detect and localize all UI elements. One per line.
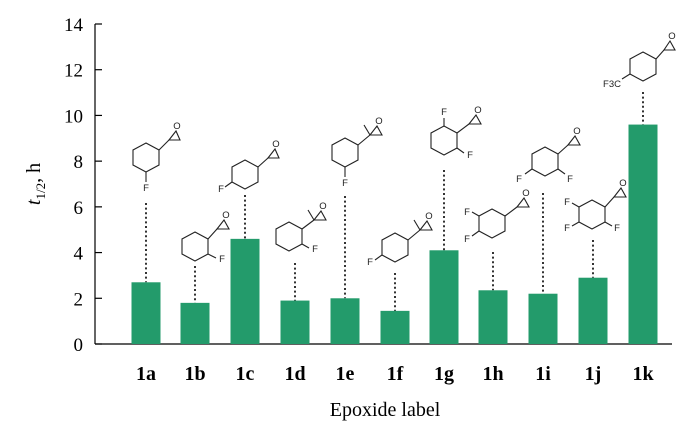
bar-1c — [230, 238, 260, 344]
x-tick-label: 1d — [284, 363, 305, 385]
x-tick-label: 1i — [535, 363, 551, 385]
atom-label: F — [564, 223, 570, 234]
structure-1j: F F F O — [564, 178, 627, 234]
atom-label: O — [522, 188, 529, 199]
atom-label: O — [319, 201, 326, 212]
x-tick-label: 1f — [387, 363, 404, 385]
atom-label: O — [425, 211, 432, 222]
y-axis-title: t1/2, h — [23, 163, 48, 205]
atom-label: O — [375, 116, 382, 127]
leader-lines — [145, 92, 644, 311]
bar-1f — [380, 310, 410, 344]
atom-label: O — [474, 105, 481, 116]
atom-label: F — [143, 183, 149, 194]
atom-label: F — [367, 257, 373, 268]
structure-1i: F F O — [516, 126, 581, 185]
atom-label: F — [219, 254, 225, 265]
bar-1b — [180, 302, 210, 344]
atom-label: F — [516, 174, 522, 185]
structure-1e: F O — [331, 116, 383, 189]
atom-label: F — [467, 150, 473, 161]
bar-1i — [528, 293, 558, 344]
atom-label: O — [222, 210, 229, 221]
atom-label: O — [619, 178, 626, 189]
x-tick-label: 1e — [336, 363, 355, 385]
atom-label: F — [464, 234, 470, 245]
x-tick-label: 1j — [585, 363, 602, 385]
structures: F O F O F O F O — [132, 31, 676, 268]
y-axis-title-sub: 1/2 — [33, 183, 48, 200]
bar-1j — [578, 277, 608, 344]
atom-label: O — [668, 31, 675, 42]
bar-1g — [429, 250, 459, 344]
atom-label: F — [564, 197, 570, 208]
x-tick-labels: 1a 1b 1c 1d 1e 1f 1g 1h 1i 1j 1k — [136, 363, 654, 385]
atom-label: F — [441, 107, 447, 118]
x-tick-label: 1c — [236, 363, 255, 385]
x-tick-label: 1b — [184, 363, 205, 385]
bar-1h — [478, 290, 508, 344]
atom-label: O — [173, 121, 180, 132]
y-tick-label: 8 — [74, 152, 84, 173]
structure-1d: F O — [275, 201, 327, 255]
y-tick-label: 4 — [74, 244, 84, 265]
x-tick-label: 1a — [136, 363, 156, 385]
atom-label: O — [573, 126, 580, 137]
structure-1h: F F O — [464, 188, 530, 245]
structure-1c: F O — [218, 139, 280, 195]
y-tick-label: 10 — [64, 106, 83, 127]
x-tick-label: 1k — [632, 363, 654, 385]
y-axis-title-rest: , h — [23, 163, 45, 183]
structure-1g: F F O — [430, 105, 482, 161]
y-tick-label: 14 — [64, 15, 84, 36]
y-tick-label: 2 — [74, 289, 84, 310]
atom-label: F3C — [603, 79, 621, 90]
bar-1k — [628, 124, 658, 344]
bar-1e — [330, 298, 360, 344]
y-tick-label: 0 — [74, 335, 84, 356]
x-tick-label: 1g — [434, 363, 454, 385]
x-axis-title: Epoxide label — [330, 399, 441, 421]
atom-label: O — [272, 139, 279, 150]
y-axis-title-main: t — [23, 199, 45, 205]
bar-1d — [280, 300, 310, 344]
atom-label: F — [312, 244, 318, 255]
bar-1a — [131, 282, 161, 344]
structure-1b: F O — [181, 210, 230, 265]
y-tick-label: 6 — [74, 198, 84, 219]
atom-label: F — [342, 178, 348, 189]
y-ticks: 0 2 4 6 8 10 12 14 — [64, 15, 102, 356]
structure-1k: F3C O — [603, 31, 676, 90]
structure-1f: F O — [367, 211, 433, 268]
atom-label: F — [218, 184, 224, 195]
bars — [131, 124, 658, 344]
atom-label: F — [464, 207, 470, 218]
y-tick-label: 12 — [64, 61, 83, 82]
x-tick-label: 1h — [482, 363, 503, 385]
atom-label: F — [567, 174, 573, 185]
structure-1a: F O — [132, 121, 181, 194]
atom-label: F — [614, 223, 620, 234]
